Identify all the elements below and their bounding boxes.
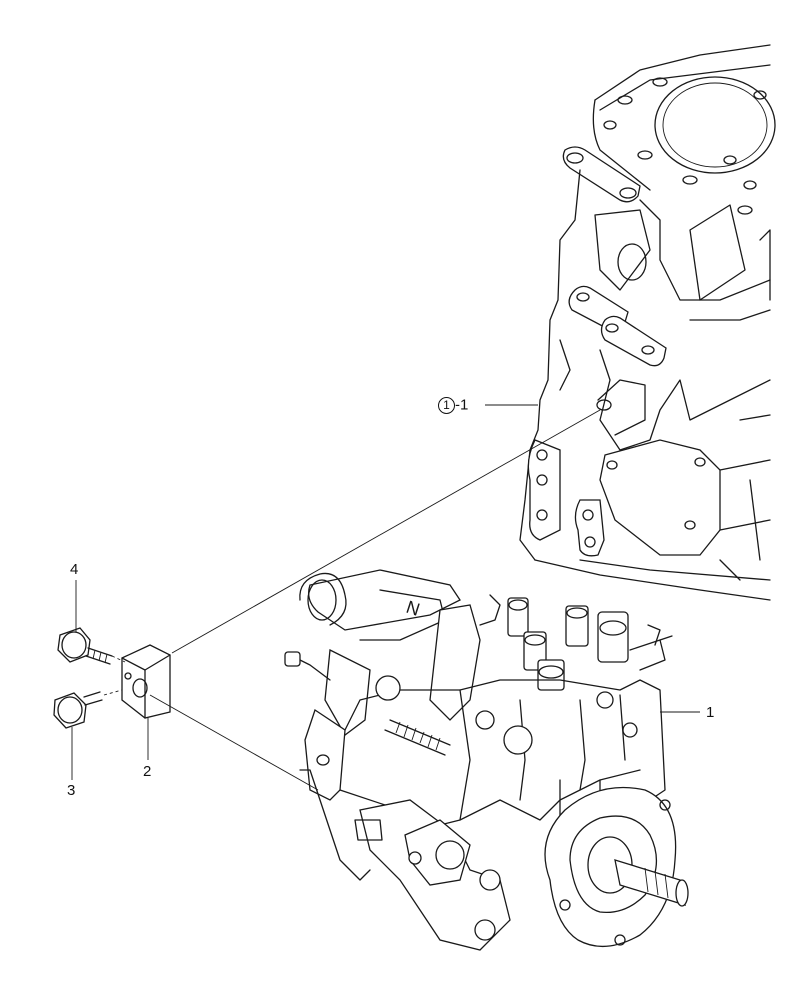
bracket [121, 644, 171, 719]
callout-ref-block: 1-1 [438, 397, 468, 414]
svg-text:N: N [404, 597, 423, 620]
injection-pump: N [284, 569, 689, 951]
leader-lines [71, 404, 700, 791]
bolt-3 [53, 689, 123, 729]
callout-4: 4 [70, 561, 79, 578]
delivery-valves [507, 597, 673, 691]
ref-circle-number: 1 [438, 397, 455, 414]
cylinder-block [519, 44, 776, 601]
bolt-4 [57, 627, 126, 665]
callout-1: 1 [706, 704, 715, 721]
callout-2: 2 [143, 763, 152, 780]
ref-suffix: -1 [455, 396, 469, 414]
callout-3: 3 [67, 782, 76, 799]
